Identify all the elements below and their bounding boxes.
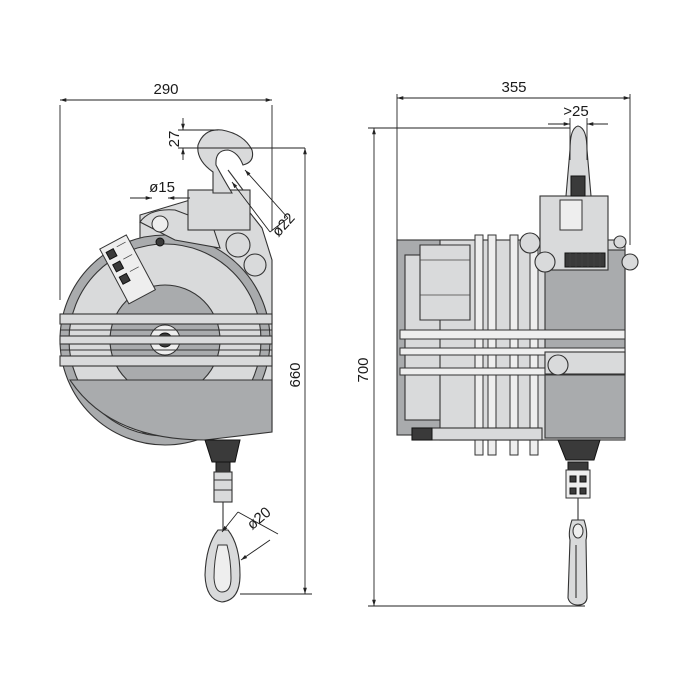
suspension-dia-label: ø15	[149, 179, 175, 196]
carabiner-dia-label: ø20	[244, 504, 275, 534]
front-hook	[197, 129, 254, 194]
front-width-label: 290	[153, 81, 178, 98]
front-view	[59, 129, 273, 603]
side-carabiner	[567, 519, 588, 606]
front-height-label: 660	[287, 362, 304, 387]
side-clearance-label: >25	[563, 103, 588, 120]
side-view	[396, 125, 639, 606]
side-width-label: 355	[501, 79, 526, 96]
side-height-label: 700	[355, 357, 372, 382]
hook-offset-label: 27	[166, 131, 183, 148]
side-dimensions: 355 >25 700	[355, 79, 631, 607]
hook-dia-label: ø22	[269, 210, 299, 241]
